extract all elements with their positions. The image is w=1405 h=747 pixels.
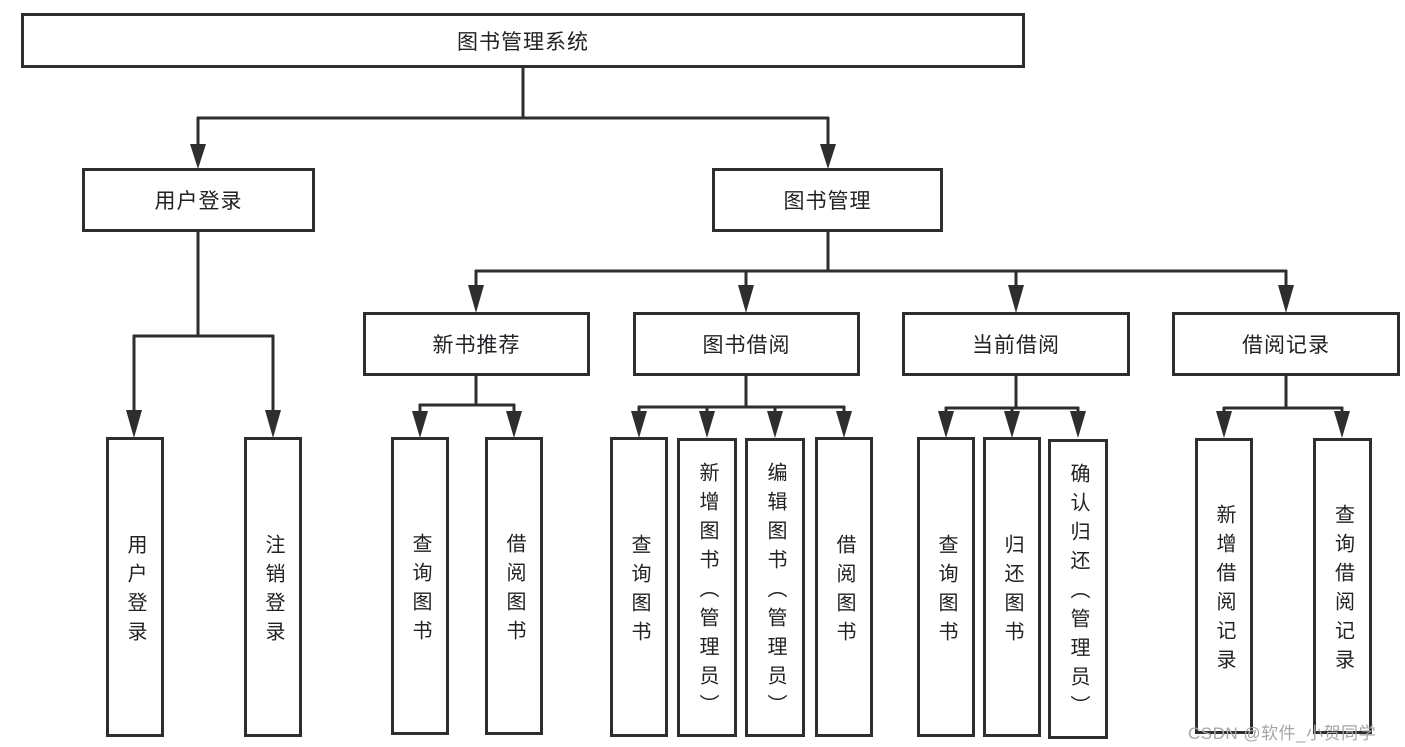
node-leaf-query-books-b-label: 查询图书: [628, 533, 650, 650]
arrow-to-leaf-return-books: [1004, 411, 1020, 438]
arrow-to-new-book-rec: [468, 285, 484, 313]
node-leaf-logout-label: 注销登录: [262, 533, 284, 650]
node-leaf-logout: 注销登录: [244, 437, 302, 737]
node-leaf-query-books-c-label: 查询图书: [935, 533, 957, 650]
node-borrow-records: 借阅记录: [1172, 312, 1400, 376]
arrow-to-leaf-borrow-books-a: [506, 411, 522, 438]
node-leaf-query-books-a: 查询图书: [391, 437, 449, 735]
arrow-to-leaf-edit-books: [767, 411, 783, 438]
node-user-login: 用户登录: [82, 168, 315, 232]
csdn-watermark: CSDN @软件_小贺同学: [1188, 724, 1377, 743]
node-leaf-add-borrow-record: 新增借阅记录: [1195, 438, 1253, 734]
arrow-to-leaf-query-books-c: [938, 411, 954, 438]
arrow-to-leaf-logout: [265, 410, 281, 438]
connector-user-login: [132, 232, 275, 412]
connector-book-borrow: [637, 376, 846, 413]
node-leaf-user-login-label: 用户登录: [124, 533, 146, 650]
node-current-borrow: 当前借阅: [902, 312, 1130, 376]
arrow-to-book-borrow: [738, 285, 754, 313]
node-root-label: 图书管理系统: [457, 30, 589, 54]
node-book-mgmt-label: 图书管理: [783, 190, 872, 213]
node-root: 图书管理系统: [21, 13, 1025, 68]
connector-new-book-rec: [418, 376, 516, 413]
node-leaf-query-books-b: 查询图书: [610, 437, 668, 737]
node-leaf-borrow-books-b: 借阅图书: [815, 437, 873, 737]
node-leaf-query-books-a-label: 查询图书: [409, 532, 431, 649]
node-leaf-add-borrow-record-label: 新增借阅记录: [1213, 503, 1235, 678]
arrow-to-leaf-confirm-return: [1070, 411, 1086, 438]
node-leaf-borrow-books-a: 借阅图书: [485, 437, 543, 735]
arrow-to-leaf-borrow-books-b: [836, 411, 852, 438]
node-book-mgmt: 图书管理: [712, 168, 943, 232]
node-current-borrow-label: 当前借阅: [972, 334, 1060, 357]
connector-current-borrow: [944, 376, 1080, 413]
node-leaf-add-books: 新增图书（管理员）: [677, 438, 737, 737]
node-leaf-confirm-return-label: 确认归还（管理员）: [1067, 463, 1089, 724]
node-new-book-rec-label: 新书推荐: [432, 334, 521, 357]
node-leaf-borrow-books-b-label: 借阅图书: [833, 533, 855, 650]
arrow-to-leaf-add-borrow-record: [1216, 411, 1232, 438]
arrow-to-borrow-records: [1278, 285, 1294, 313]
node-leaf-add-books-label: 新增图书（管理员）: [696, 461, 718, 723]
arrow-to-leaf-query-borrow-record: [1334, 411, 1350, 438]
node-leaf-return-books: 归还图书: [983, 437, 1041, 737]
node-user-login-label: 用户登录: [154, 190, 243, 213]
node-leaf-query-borrow-record-label: 查询借阅记录: [1331, 503, 1354, 678]
node-leaf-query-books-c: 查询图书: [917, 437, 975, 737]
arrow-to-user-login: [190, 144, 206, 169]
arrow-to-book-mgmt: [820, 144, 836, 169]
arrow-to-leaf-add-books: [699, 411, 715, 438]
node-book-borrow-label: 图书借阅: [702, 334, 791, 357]
connector-borrow-records: [1222, 376, 1344, 413]
node-leaf-confirm-return: 确认归还（管理员）: [1048, 439, 1108, 739]
arrow-to-leaf-query-books-b: [631, 411, 647, 438]
arrow-to-leaf-user-login: [126, 410, 142, 438]
arrow-to-leaf-query-books-a: [412, 411, 428, 438]
arrow-to-current-borrow: [1008, 285, 1024, 313]
connector-root: [196, 68, 830, 146]
node-leaf-user-login: 用户登录: [106, 437, 164, 737]
node-borrow-records-label: 借阅记录: [1242, 334, 1330, 357]
node-leaf-edit-books: 编辑图书（管理员）: [745, 438, 805, 737]
node-leaf-edit-books-label: 编辑图书（管理员）: [764, 461, 786, 723]
node-new-book-rec: 新书推荐: [363, 312, 590, 376]
connector-book-mgmt: [474, 232, 1288, 288]
node-leaf-query-borrow-record: 查询借阅记录: [1313, 438, 1372, 734]
node-leaf-borrow-books-a-label: 借阅图书: [503, 532, 525, 649]
node-leaf-return-books-label: 归还图书: [1001, 533, 1023, 650]
node-book-borrow: 图书借阅: [633, 312, 860, 376]
